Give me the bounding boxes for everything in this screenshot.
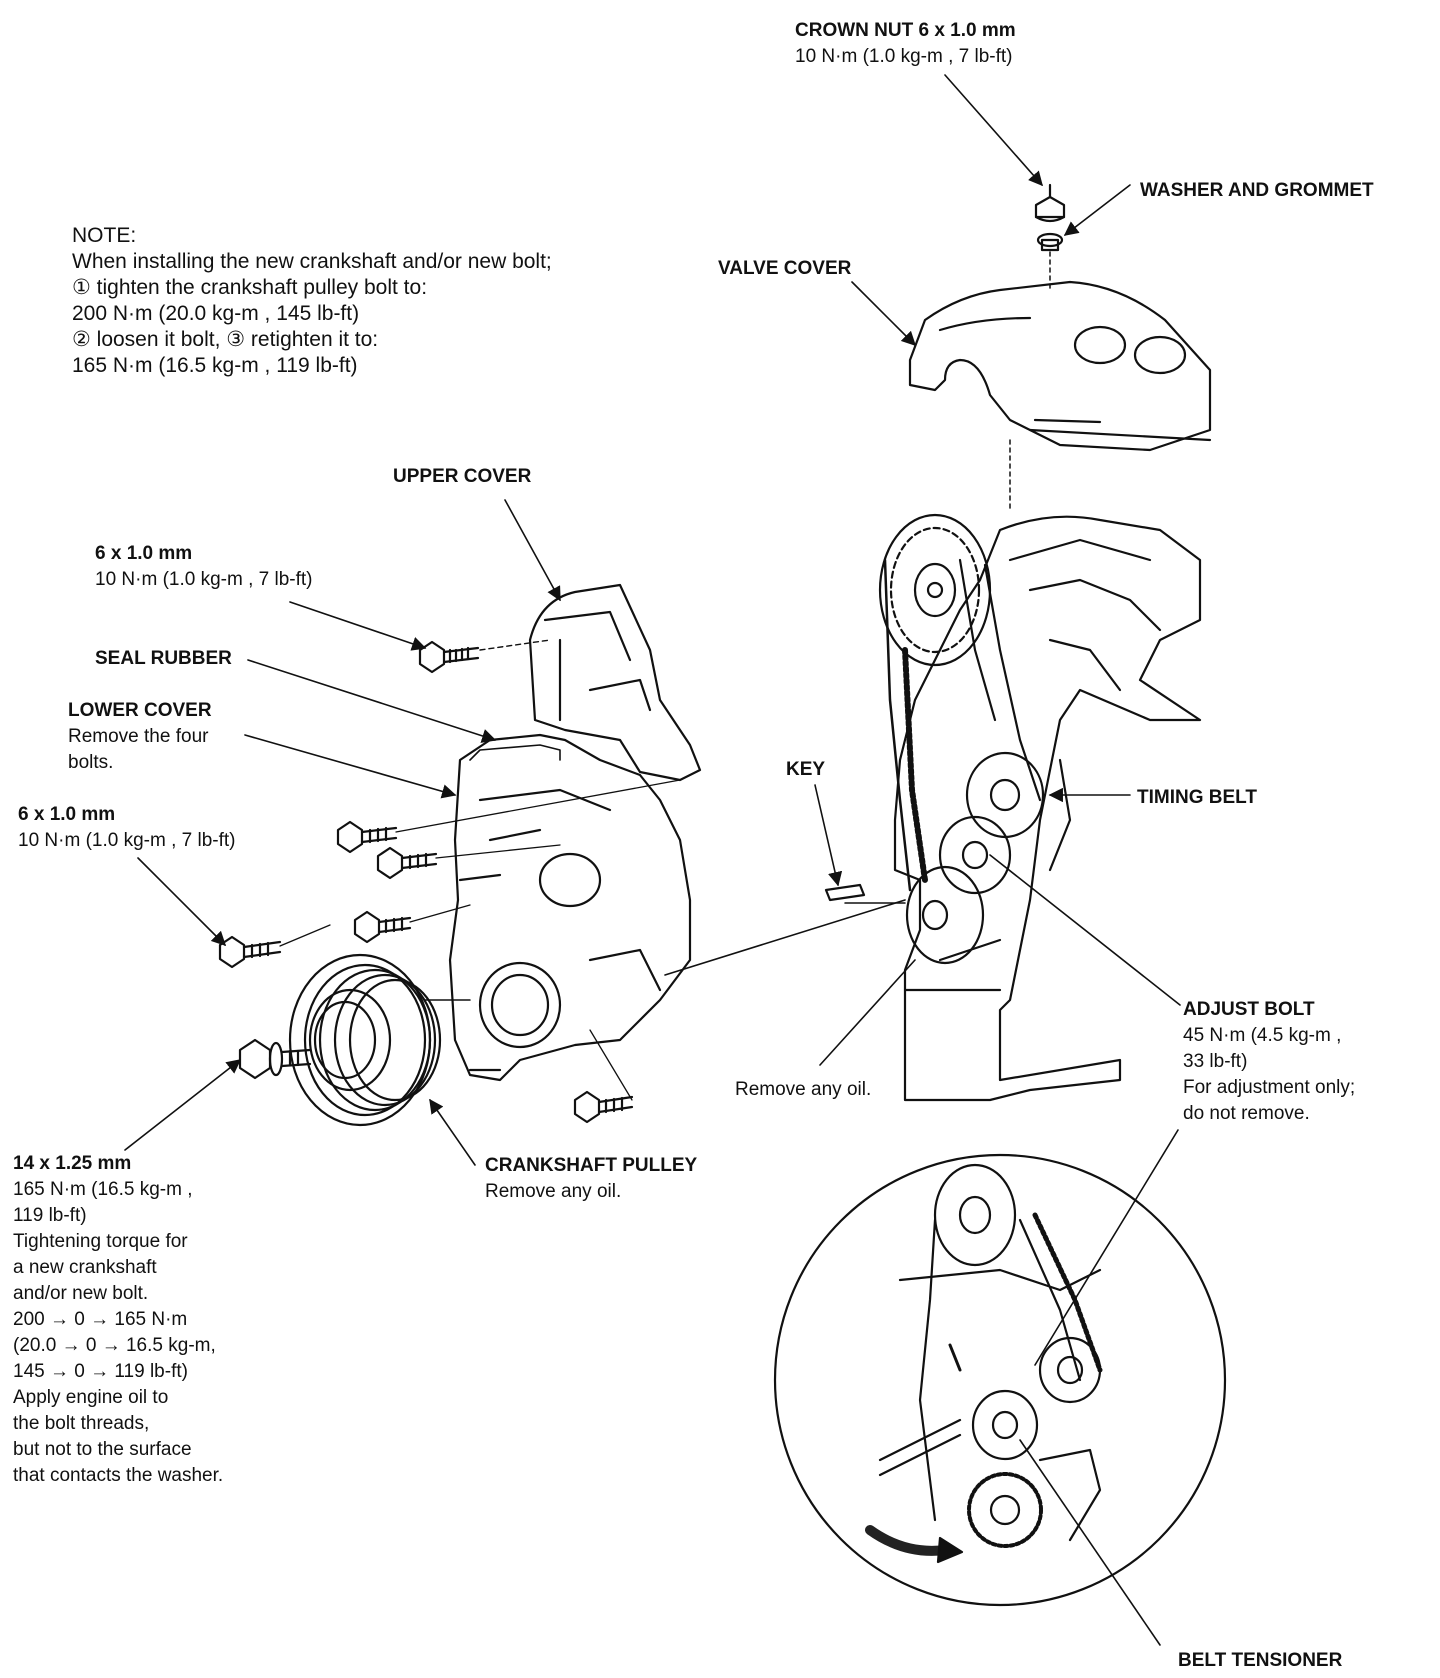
pulley-bolt-line: 200 → 0 → 165 N·m [13, 1309, 188, 1330]
bolt-lower-size: 6 x 1.0 mm [18, 804, 116, 825]
note-line: 165 N·m (16.5 kg-m , 119 lb-ft) [72, 354, 358, 377]
leader-lines [819, 854, 1181, 1646]
crown-nut-title: CROWN NUT 6 x 1.0 mm [795, 20, 1016, 41]
valve-cover-part [908, 280, 1212, 511]
note-heading: NOTE: [72, 224, 137, 247]
valve-cover-title: VALVE COVER [718, 258, 852, 279]
crown-nut-part [1034, 183, 1066, 223]
upper-cover-title: UPPER COVER [393, 466, 532, 487]
bolt-lower-label: 6 x 1.0 mm 10 N·m (1.0 kg-m , 7 lb-ft) [18, 802, 236, 854]
crankshaft-pulley-bolt-part [238, 1038, 312, 1080]
lower-cover-title: LOWER COVER [68, 700, 212, 721]
bolt-lower-cover-3 [353, 904, 471, 944]
seal-rubber-label: SEAL RUBBER [95, 646, 232, 672]
bolt-upper-torque: 10 N·m (1.0 kg-m , 7 lb-ft) [95, 569, 313, 590]
note-line: When installing the new crankshaft and/o… [72, 250, 552, 273]
crankshaft-pulley-part [288, 953, 471, 1127]
key-label: KEY [786, 757, 825, 783]
adjust-bolt-line: For adjustment only; [1183, 1077, 1356, 1098]
adjust-bolt-line: 33 lb-ft) [1183, 1051, 1248, 1072]
pulley-bolt-line: the bolt threads, [13, 1413, 150, 1434]
adjust-bolt-title: ADJUST BOLT [1183, 999, 1315, 1020]
note-line: ② loosen it bolt, ③ retighten it to: [72, 328, 379, 351]
timing-belt-part [883, 558, 1042, 892]
tensioner-pulley-part [938, 815, 1012, 895]
seal-rubber-title: SEAL RUBBER [95, 648, 232, 669]
upper-cover-part [479, 583, 702, 782]
idler-pulley-part [965, 751, 1045, 839]
bolt-lower-cover-1 [336, 779, 681, 854]
belt-tensioner-detail-inset [773, 1153, 1227, 1607]
installation-note: NOTE: When installing the new crankshaft… [72, 223, 552, 379]
belt-tensioner-title: BELT TENSIONER [1178, 1650, 1343, 1671]
timing-belt-label: TIMING BELT [1137, 785, 1257, 811]
bolt-upper-size: 6 x 1.0 mm [95, 543, 193, 564]
bolt-lower-cover-5 [573, 1029, 634, 1124]
lower-cover-line: bolts. [68, 752, 114, 773]
pulley-bolt-line: (20.0 → 0 → 16.5 kg-m, [13, 1335, 216, 1356]
bolt-lower-cover-4 [218, 924, 331, 969]
pulley-bolt-line: 119 lb-ft) [13, 1205, 87, 1226]
engine-block-part [893, 515, 1202, 1102]
crankshaft-pulley-line: Remove any oil. [485, 1181, 622, 1202]
crankshaft-sprocket-part [664, 865, 985, 976]
washer-grommet-title: WASHER AND GROMMET [1140, 180, 1374, 201]
lower-cover-part [448, 733, 692, 1082]
pulley-bolt-size: 14 x 1.25 mm [13, 1153, 132, 1174]
pulley-bolt-line: Tightening torque for [13, 1231, 188, 1252]
bolt-upper-cover [418, 640, 480, 674]
bolt-lower-cover-2 [376, 844, 561, 880]
lower-cover-label: LOWER COVER Remove the four bolts. [68, 698, 212, 776]
washer-grommet-label: WASHER AND GROMMET [1140, 178, 1374, 204]
pulley-bolt-label: 14 x 1.25 mm 165 N·m (16.5 kg-m , 119 lb… [13, 1151, 223, 1489]
pulley-bolt-line: 145 → 0 → 119 lb-ft) [13, 1361, 188, 1382]
lower-cover-line: Remove the four [68, 726, 209, 747]
pulley-bolt-line: Apply engine oil to [13, 1387, 169, 1408]
crown-nut-torque: 10 N·m (1.0 kg-m , 7 lb-ft) [795, 46, 1013, 67]
adjust-bolt-line: do not remove. [1183, 1103, 1310, 1124]
callout-arrows [124, 74, 1131, 1166]
timing-belt-title: TIMING BELT [1137, 787, 1257, 808]
key-part [824, 883, 906, 904]
crown-nut-label: CROWN NUT 6 x 1.0 mm 10 N·m (1.0 kg-m , … [795, 18, 1016, 70]
pulley-bolt-line: that contacts the washer. [13, 1465, 224, 1486]
adjust-bolt-line: 45 N·m (4.5 kg-m , [1183, 1025, 1342, 1046]
key-title: KEY [786, 759, 826, 780]
adjust-bolt-label: ADJUST BOLT 45 N·m (4.5 kg-m , 33 lb-ft)… [1183, 997, 1355, 1127]
crankshaft-pulley-title: CRANKSHAFT PULLEY [485, 1155, 698, 1176]
note-line: 200 N·m (20.0 kg-m , 145 lb-ft) [72, 302, 360, 325]
seal-rubber-part [469, 744, 561, 761]
remove-oil-label: Remove any oil. [735, 1077, 871, 1103]
pulley-bolt-line: and/or new bolt. [13, 1283, 149, 1304]
belt-tensioner-label: BELT TENSIONER [1178, 1648, 1342, 1674]
pulley-bolt-line: 165 N·m (16.5 kg-m , [13, 1179, 193, 1200]
valve-cover-label: VALVE COVER [718, 256, 851, 282]
bolt-upper-label: 6 x 1.0 mm 10 N·m (1.0 kg-m , 7 lb-ft) [95, 541, 313, 593]
bolt-lower-torque: 10 N·m (1.0 kg-m , 7 lb-ft) [18, 830, 236, 851]
crankshaft-pulley-label: CRANKSHAFT PULLEY Remove any oil. [485, 1153, 697, 1205]
upper-cover-label: UPPER COVER [393, 464, 531, 490]
pulley-bolt-line: but not to the surface [13, 1439, 192, 1460]
note-line: ① tighten the crankshaft pulley bolt to: [72, 276, 428, 299]
remove-oil-text: Remove any oil. [735, 1079, 872, 1100]
pulley-bolt-line: a new crankshaft [13, 1257, 157, 1278]
